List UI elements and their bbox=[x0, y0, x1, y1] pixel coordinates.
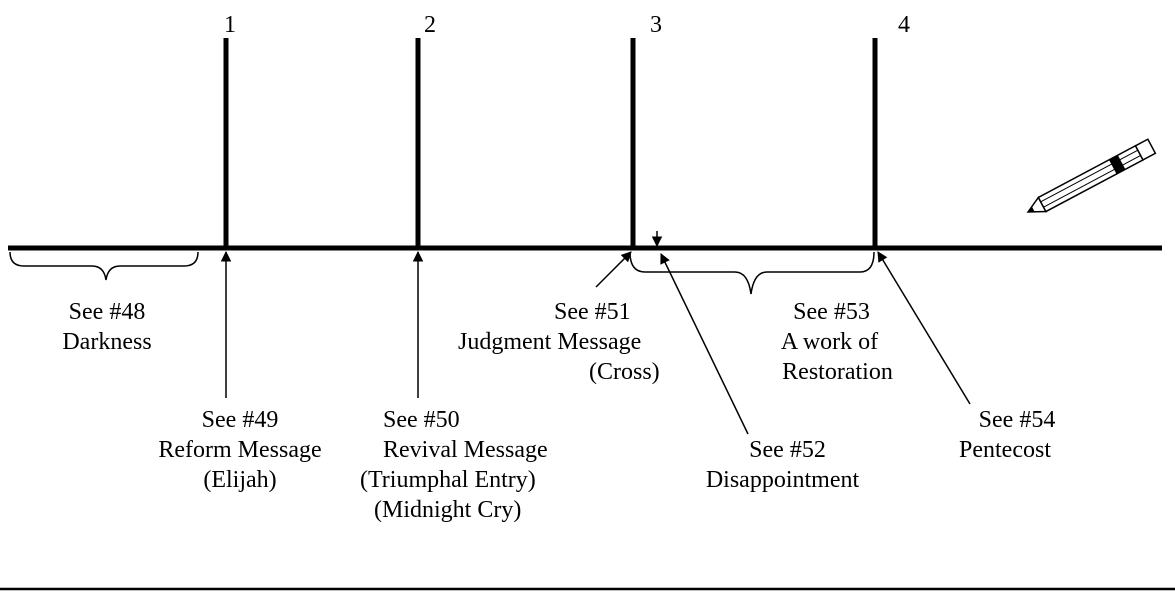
annotation-text: Revival Message bbox=[383, 437, 548, 463]
marker-label-1: 1 bbox=[224, 12, 236, 38]
marker-label-4: 4 bbox=[898, 12, 910, 38]
annotation-ref: See #49 bbox=[201, 407, 279, 433]
arrow-pentecost bbox=[877, 251, 971, 405]
annotation-ref: See #48 bbox=[68, 299, 146, 325]
annotation-text: Judgment Message bbox=[458, 329, 642, 355]
annotation-text: Restoration bbox=[782, 359, 893, 385]
annotation-ref: See #53 bbox=[793, 299, 870, 325]
annotation-text: (Triumphal Entry) bbox=[360, 467, 536, 493]
restoration-brace bbox=[629, 251, 875, 295]
darkness-brace bbox=[9, 251, 199, 281]
annotation-text: Disappointment bbox=[705, 467, 860, 493]
marker-label-2: 2 bbox=[424, 12, 436, 38]
annotation-ref: See #50 bbox=[383, 407, 460, 433]
annotation-text: (Cross) bbox=[589, 359, 660, 385]
annotation-ref: See #54 bbox=[978, 407, 1056, 433]
annotation-ref: See #51 bbox=[554, 299, 631, 325]
annotation-ref: See #52 bbox=[749, 437, 826, 463]
arrow-disappointment bbox=[660, 253, 749, 435]
annotation-text: A work of bbox=[780, 329, 879, 355]
annotation-text: Darkness bbox=[62, 329, 152, 355]
annotation-revival: See #50 Revival Message (Triumphal Entry… bbox=[360, 405, 550, 525]
marker-label-3: 3 bbox=[650, 12, 662, 38]
annotation-darkness: See #48 Darkness bbox=[22, 297, 192, 357]
annotation-text: Pentecost bbox=[959, 437, 1051, 463]
annotation-text: (Midnight Cry) bbox=[374, 497, 522, 523]
annotation-reform: See #49 Reform Message (Elijah) bbox=[140, 405, 340, 495]
annotation-disappointment: See #52 Disappointment bbox=[700, 435, 865, 495]
arrow-judgment bbox=[595, 251, 632, 288]
pencil-icon bbox=[1026, 138, 1157, 213]
annotation-pentecost: See #54 Pentecost bbox=[935, 405, 1075, 465]
annotation-restoration: See #53 A work of Restoration bbox=[745, 297, 930, 387]
annotation-text: (Elijah) bbox=[203, 467, 277, 493]
annotation-judgment: See #51 Judgment Message (Cross) bbox=[458, 297, 708, 387]
annotation-text: Reform Message bbox=[158, 437, 322, 463]
